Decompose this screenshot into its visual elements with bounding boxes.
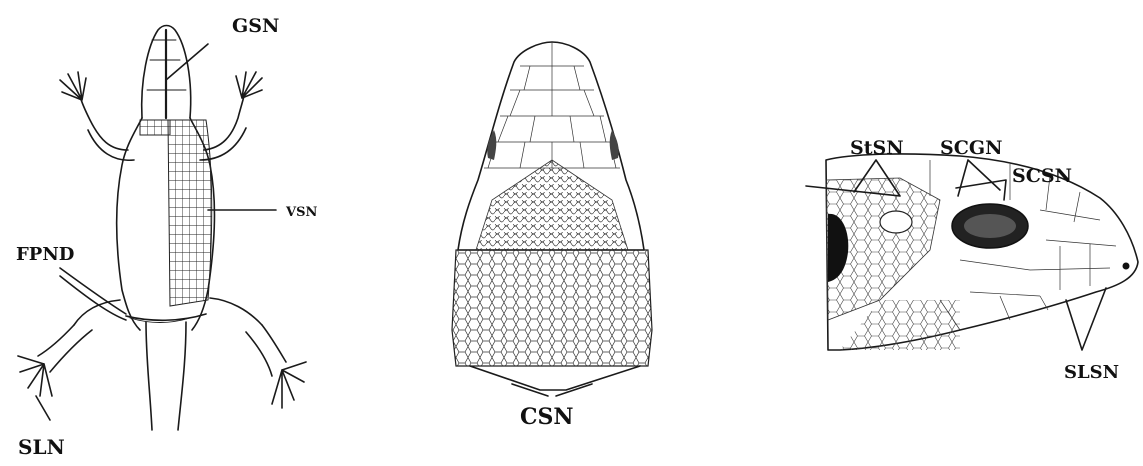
label-scgn: SCGN <box>940 137 1002 159</box>
ventral-scale-grid <box>168 120 212 306</box>
label-scsn: SCSN <box>1012 165 1072 187</box>
right-hindfoot-digits <box>272 362 306 408</box>
supratemporal-window <box>880 211 912 233</box>
label-slsn: SLSN <box>1064 362 1119 383</box>
fpnd-leader-line <box>60 268 126 320</box>
left-hindlimb <box>38 325 92 372</box>
left-hindfoot-digits <box>18 356 52 396</box>
scgn-leader-lines <box>958 160 1000 196</box>
pelvic-region <box>74 298 262 325</box>
lizard-tail <box>146 322 186 430</box>
panel-ventral-head: CSN <box>452 42 652 430</box>
right-hindlimb <box>246 325 286 376</box>
head-plate-lines <box>484 42 620 168</box>
label-gsn: GSN <box>232 15 279 37</box>
eye-inner <box>964 214 1016 238</box>
label-vsn: VSN <box>285 205 317 220</box>
left-forefoot-digits <box>60 72 86 100</box>
label-fpnd: FPND <box>16 244 74 265</box>
label-csn: CSN <box>520 404 574 430</box>
left-dark-patch <box>487 130 496 160</box>
nostril <box>1123 263 1130 270</box>
right-dark-patch <box>610 130 619 160</box>
scsn-leader-lines <box>956 180 1006 200</box>
sln-leader-line <box>36 396 50 420</box>
collar-scale-grid <box>140 120 170 135</box>
label-sln: SLN <box>18 435 65 459</box>
right-forefoot-digits <box>236 72 262 98</box>
left-forelimb <box>80 96 134 160</box>
panel-lateral-head: StSN SCGN SCSN SLSN <box>806 137 1138 383</box>
collar-lower-edge <box>470 366 640 390</box>
chin-granular-scales <box>476 160 628 250</box>
panel-whole-lizard: GSN VSN FPND SLN <box>16 15 317 459</box>
gsn-leader-line <box>166 44 208 80</box>
label-stsn: StSN <box>850 137 904 159</box>
slsn-leader-lines <box>1066 288 1106 350</box>
collar-scale-block <box>452 250 652 366</box>
